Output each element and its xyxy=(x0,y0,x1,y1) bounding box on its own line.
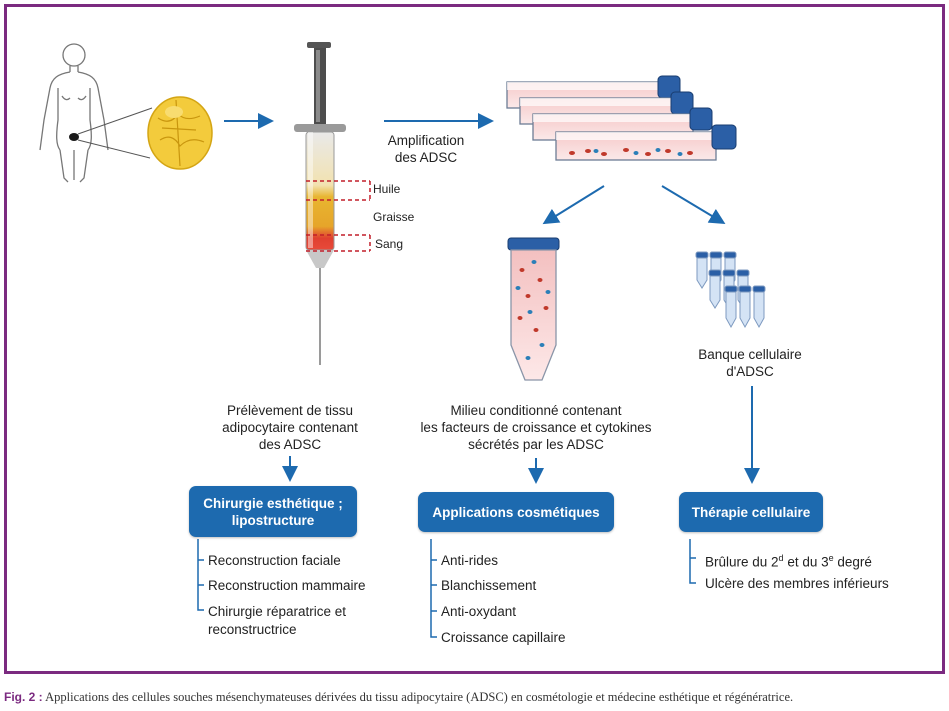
amplification-line2: des ADSC xyxy=(394,150,458,165)
amplification-label: Amplification des ADSC xyxy=(376,132,476,166)
arrow-to-bank xyxy=(661,185,726,225)
list-item-ulcer: Ulcère des membres inférieurs xyxy=(705,576,889,591)
human-body-icon xyxy=(39,43,109,183)
cell-bank-label: Banque cellulaire d'ADSC xyxy=(680,346,820,380)
list-item: reconstructrice xyxy=(208,622,297,637)
conical-tube-icon xyxy=(507,237,560,381)
cell-therapy-box: Thérapie cellulaire xyxy=(679,492,823,532)
list-item: Croissance capillaire xyxy=(441,630,566,645)
list-item: Reconstruction mammaire xyxy=(208,578,366,593)
list-item-burn: Brûlure du 2d et du 3e degré xyxy=(705,550,872,571)
harvest-site-marker xyxy=(69,133,79,141)
list-item: Anti-oxydant xyxy=(441,604,517,619)
conditioned-medium-description: Milieu conditionné contenant les facteur… xyxy=(396,402,676,453)
burn-text-suffix: degré xyxy=(833,554,872,570)
adipose-tissue-icon xyxy=(147,96,213,170)
list-brackets xyxy=(197,539,696,638)
burn-text-prefix: Brûlure du 2 xyxy=(705,554,779,570)
burn-superscript-2: e xyxy=(828,553,834,563)
zoom-line-bottom xyxy=(77,139,151,159)
cosmetic-applications-list: Anti-rides Blanchissement Anti-oxydant C… xyxy=(441,552,641,647)
harvest-desc-line3: des ADSC xyxy=(258,437,322,452)
medium-desc-line3: sécrétés par les ADSC xyxy=(468,437,604,452)
zoom-line-top xyxy=(77,107,153,135)
amplification-line1: Amplification xyxy=(387,133,465,148)
syringe-layer-markers xyxy=(306,180,371,252)
label-blood: Sang xyxy=(375,237,404,251)
list-item: Reconstruction faciale xyxy=(208,553,341,568)
burn-superscript-1: d xyxy=(778,553,784,563)
medium-desc-line1: Milieu conditionné contenant xyxy=(450,403,622,418)
harvest-desc-line1: Prélèvement de tissu xyxy=(226,403,354,418)
caption-label: Fig. 2 : xyxy=(4,690,43,704)
syringe-icon xyxy=(294,42,346,365)
aesthetic-box-line1: Chirurgie esthétique ; xyxy=(203,495,343,511)
label-oil: Huile xyxy=(373,182,401,196)
figure-caption: Fig. 2 : Applications des cellules souch… xyxy=(4,690,793,705)
bank-line1: Banque cellulaire xyxy=(698,347,802,362)
culture-flasks-icon xyxy=(506,75,737,161)
bank-line2: d'ADSC xyxy=(726,364,774,379)
cryovials-icon xyxy=(695,251,766,329)
label-fat: Graisse xyxy=(373,210,415,224)
medium-desc-line2: les facteurs de croissance et cytokines xyxy=(420,420,652,435)
list-item: Chirurgie réparatrice et xyxy=(208,604,347,619)
caption-text: Applications des cellules souches mésenc… xyxy=(42,690,794,704)
aesthetic-surgery-box: Chirurgie esthétique ; lipostructure xyxy=(189,486,357,537)
list-item: Anti-rides xyxy=(441,553,499,568)
harvest-description: Prélèvement de tissu adipocytaire conten… xyxy=(200,402,380,453)
list-item: Blanchissement xyxy=(441,578,537,593)
aesthetic-box-line2: lipostructure xyxy=(231,512,315,528)
burn-text-mid: et du 3 xyxy=(783,554,829,570)
harvest-desc-line2: adipocytaire contenant xyxy=(222,420,358,435)
aesthetic-surgery-list: Reconstruction faciale Reconstruction ma… xyxy=(208,552,408,642)
cosmetic-applications-box: Applications cosmétiques xyxy=(418,492,614,532)
cell-therapy-list: Brûlure du 2d et du 3e degré Ulcère des … xyxy=(705,550,925,600)
arrow-to-medium xyxy=(542,185,605,225)
